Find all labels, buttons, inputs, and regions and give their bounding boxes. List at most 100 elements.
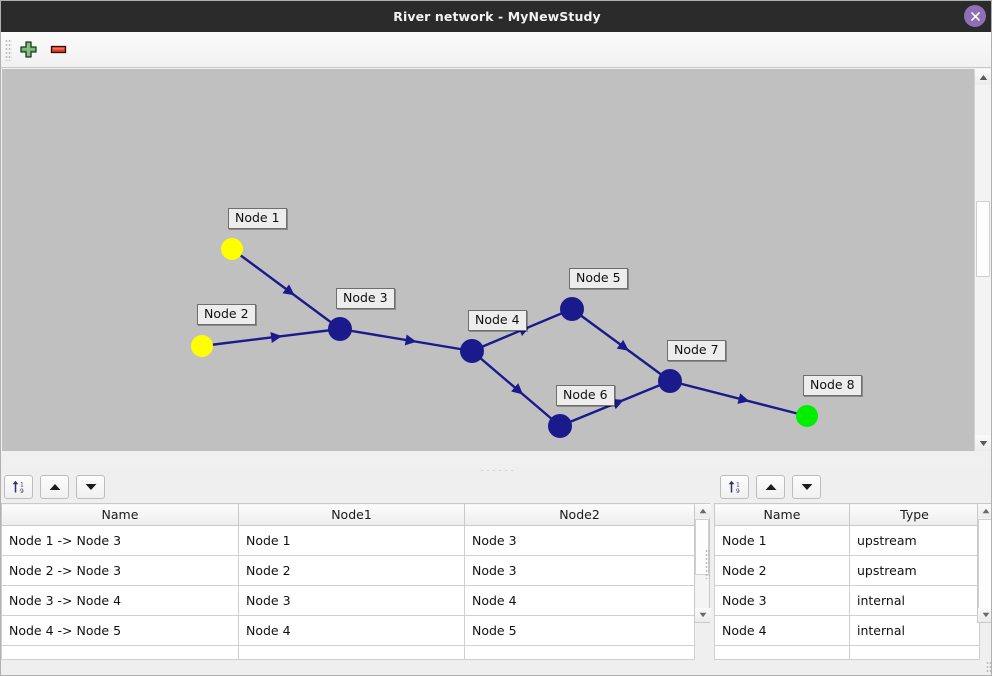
column-header-name[interactable]: Name bbox=[1, 503, 239, 526]
table-cell[interactable]: internal bbox=[849, 585, 980, 616]
close-window-button[interactable] bbox=[964, 5, 986, 27]
node-vscroll-thumb[interactable] bbox=[978, 519, 991, 609]
table-row-empty[interactable] bbox=[1, 645, 695, 660]
table-cell[interactable] bbox=[849, 645, 980, 660]
table-cell[interactable] bbox=[1, 645, 239, 660]
graph-scroll-up-button[interactable] bbox=[975, 69, 991, 85]
branch-move-up-button[interactable] bbox=[40, 475, 69, 499]
table-cell[interactable]: internal bbox=[849, 615, 980, 646]
network-graph-svg bbox=[191, 238, 818, 438]
column-header-node2[interactable]: Node2 bbox=[464, 503, 695, 526]
graph-node-node-6[interactable] bbox=[548, 414, 572, 438]
edge-arrowhead bbox=[611, 398, 624, 410]
chevron-up-icon bbox=[982, 508, 990, 514]
node-label-node-8[interactable]: Node 8 bbox=[803, 375, 862, 396]
branch-sort-button[interactable]: 1 9 bbox=[4, 475, 33, 499]
graph-node-node-5[interactable] bbox=[560, 297, 584, 321]
table-cell[interactable]: Node 1 bbox=[714, 525, 850, 556]
node-label-node-1[interactable]: Node 1 bbox=[228, 208, 287, 229]
edge-arrowhead bbox=[737, 393, 750, 404]
table-cell[interactable]: Node 3 bbox=[238, 585, 465, 616]
branch-scroll-down-button[interactable] bbox=[695, 608, 711, 622]
node-sort-button[interactable]: 1 9 bbox=[720, 475, 749, 499]
node-move-up-button[interactable] bbox=[756, 475, 785, 499]
graph-node-node-7[interactable] bbox=[658, 369, 682, 393]
node-label-node-4[interactable]: Node 4 bbox=[468, 310, 527, 331]
graph-node-node-4[interactable] bbox=[460, 339, 484, 363]
table-cell[interactable]: Node 4 bbox=[714, 615, 850, 646]
graph-edge[interactable] bbox=[201, 327, 341, 348]
branch-move-down-button[interactable] bbox=[76, 475, 105, 499]
edge-arrowhead bbox=[282, 284, 295, 296]
column-header-node1[interactable]: Node1 bbox=[238, 503, 465, 526]
table-cell[interactable]: Node 2 bbox=[714, 555, 850, 586]
node-label-node-2[interactable]: Node 2 bbox=[197, 304, 256, 325]
table-cell[interactable]: Node 4 -> Node 5 bbox=[1, 615, 239, 646]
chevron-down-icon bbox=[699, 612, 707, 618]
chevron-up-icon bbox=[979, 74, 987, 80]
column-header-name[interactable]: Name bbox=[714, 503, 850, 526]
graph-node-node-3[interactable] bbox=[328, 317, 352, 341]
node-label-node-6[interactable]: Node 6 bbox=[556, 385, 615, 406]
remove-node-button[interactable] bbox=[45, 37, 71, 63]
graph-node-node-2[interactable] bbox=[191, 335, 213, 357]
chevron-up-icon bbox=[699, 508, 707, 514]
network-graph-canvas[interactable]: Node 1 Node 2 Node 3 Node 4 Node 5 Node 6 Node… bbox=[2, 69, 976, 451]
node-label-node-3[interactable]: Node 3 bbox=[336, 288, 395, 309]
table-cell[interactable]: Node 3 bbox=[464, 525, 695, 556]
graph-scroll-down-button[interactable] bbox=[975, 435, 991, 451]
branch-scroll-up-button[interactable] bbox=[695, 504, 711, 518]
table-cell[interactable]: Node 3 bbox=[714, 585, 850, 616]
svg-text:9: 9 bbox=[20, 488, 24, 495]
graph-edge[interactable] bbox=[669, 379, 808, 418]
graph-vertical-scrollbar[interactable] bbox=[974, 69, 991, 451]
table-cell[interactable]: upstream bbox=[849, 525, 980, 556]
node-scroll-up-button[interactable] bbox=[978, 504, 991, 518]
table-cell[interactable] bbox=[714, 645, 850, 660]
window-resize-grip[interactable] bbox=[986, 661, 991, 673]
table-cell[interactable] bbox=[464, 645, 695, 660]
node-label-node-5[interactable]: Node 5 bbox=[569, 268, 628, 289]
node-scroll-down-button[interactable] bbox=[978, 608, 991, 622]
table-cell[interactable]: Node 1 -> Node 3 bbox=[1, 525, 239, 556]
table-row-empty[interactable] bbox=[714, 645, 980, 660]
toolbar-grip[interactable] bbox=[5, 38, 12, 61]
node-label-node-7[interactable]: Node 7 bbox=[667, 340, 726, 361]
table-cell[interactable]: Node 4 bbox=[238, 615, 465, 646]
table-cell[interactable]: Node 1 bbox=[238, 525, 465, 556]
table-cell[interactable]: Node 2 bbox=[238, 555, 465, 586]
sort-icon: 1 9 bbox=[728, 480, 740, 495]
column-header-type[interactable]: Type bbox=[849, 503, 980, 526]
graph-node-node-1[interactable] bbox=[221, 238, 243, 260]
table-cell[interactable] bbox=[238, 645, 465, 660]
node-table-vertical-scrollbar[interactable] bbox=[977, 503, 991, 623]
table-cell[interactable]: Node 3 bbox=[464, 555, 695, 586]
node-move-down-button[interactable] bbox=[792, 475, 821, 499]
table-cell[interactable]: Node 5 bbox=[464, 615, 695, 646]
graph-vscroll-track[interactable] bbox=[975, 85, 991, 435]
svg-text:9: 9 bbox=[736, 488, 740, 495]
table-cell[interactable]: Node 3 -> Node 4 bbox=[1, 585, 239, 616]
add-node-button[interactable] bbox=[15, 37, 41, 63]
pane-splitter-grip[interactable] bbox=[705, 549, 710, 579]
window-title: River network - MyNewStudy bbox=[393, 9, 601, 24]
table-cell[interactable]: upstream bbox=[849, 555, 980, 586]
table-cell[interactable]: Node 2 -> Node 3 bbox=[1, 555, 239, 586]
graph-vscroll-thumb[interactable] bbox=[976, 201, 990, 277]
graph-node-node-8[interactable] bbox=[796, 405, 818, 427]
chevron-down-icon bbox=[979, 440, 987, 446]
table-cell[interactable]: Node 4 bbox=[464, 585, 695, 616]
